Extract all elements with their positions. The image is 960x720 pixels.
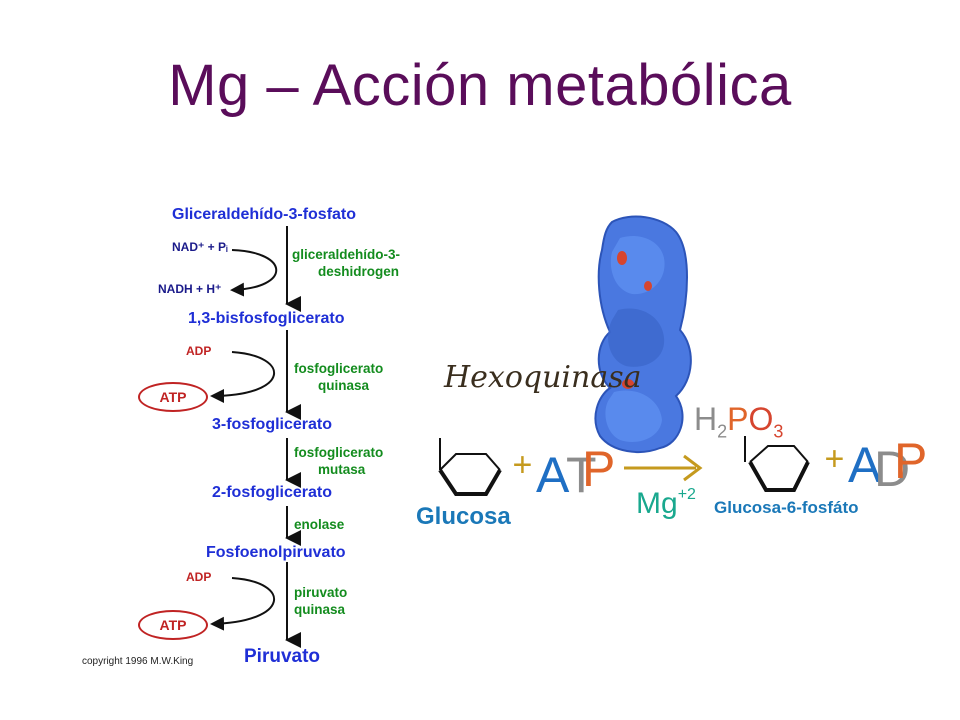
node-2-fosfoglicerato: 2-fosfoglicerato	[212, 484, 333, 501]
atp-letter-p: P	[582, 441, 616, 497]
glucosa-label: Glucosa	[416, 503, 511, 530]
plus-sign-2: +	[824, 440, 844, 478]
glucose-ring	[438, 438, 502, 496]
enzyme-gapdh-line2: deshidrogen	[318, 264, 400, 279]
enzyme-pgk: fosfoglicerato quinasa	[294, 360, 383, 394]
slide-title: Mg – Acción metabólica	[168, 53, 792, 118]
node-3-fosfoglicerato: 3-fosfoglicerato	[212, 416, 333, 433]
phosphate-o: O	[748, 401, 774, 437]
enzyme-gapdh-line1: gliceraldehído-3-	[292, 247, 401, 262]
atp-oval-1: ATP	[138, 382, 208, 412]
hexoquinasa-label: Hexoquinasa	[444, 360, 642, 395]
enzyme-pk-line2: quinasa	[294, 602, 346, 617]
mg-symbol: Mg	[636, 487, 678, 520]
mg-charge: +2	[677, 486, 696, 503]
enzyme-pgm-line2: mutasa	[318, 462, 366, 477]
enzyme-enolase: enolase	[294, 517, 345, 532]
atp-oval-2: ATP	[138, 610, 208, 640]
phosphate-o-sub: 3	[773, 421, 784, 442]
node-fosfoenolpiruvato: Fosfoenolpiruvato	[206, 544, 346, 561]
adp-label-2: ADP	[186, 570, 212, 584]
enzyme-pgm: fosfoglicerato mutasa	[294, 444, 383, 478]
node-piruvato: Piruvato	[244, 646, 321, 667]
phosphate-h: H	[694, 401, 718, 437]
mg-cofactor: Mg+2	[636, 486, 696, 521]
pathway-arrows	[210, 226, 301, 648]
adp-letter-d: D	[874, 441, 911, 497]
enzyme-pk: piruvato quinasa	[294, 584, 347, 618]
plus-sign-1: +	[512, 446, 532, 484]
curve-nad	[230, 249, 278, 297]
node-gliceraldehido: Gliceraldehído-3-fosfato	[172, 206, 357, 223]
phosphate-p: P	[727, 401, 749, 437]
enzyme-gapdh: gliceraldehído-3- deshidrogen	[292, 246, 400, 280]
atp-letter-t: T	[566, 447, 597, 503]
atp-letter-a: A	[536, 447, 570, 503]
adp-letter-a: A	[848, 437, 882, 493]
phosphate-group: H2PO3	[694, 402, 783, 448]
enzyme-pgk-line2: quinasa	[318, 378, 370, 393]
reaction-arrow	[624, 454, 703, 482]
hexokinase-protein-image	[594, 215, 692, 453]
enzyme-pgm-line1: fosfoglicerato	[294, 445, 384, 460]
curve-atp-2	[210, 577, 275, 631]
adp-letter-p: P	[894, 433, 928, 489]
cofactor-nadh: NADH + H⁺	[158, 282, 222, 296]
adp-label-1: ADP	[186, 344, 212, 358]
enzyme-pgk-line1: fosfoglicerato	[294, 361, 384, 376]
node-bisfosfoglicerato: 1,3-bisfosfoglicerato	[188, 310, 345, 327]
phosphate-h-sub: 2	[717, 421, 728, 442]
enzyme-pk-line1: piruvato	[294, 585, 348, 600]
copyright-note: copyright 1996 M.W.King	[82, 656, 194, 667]
curve-atp-1	[210, 351, 275, 403]
cofactor-nad: NAD⁺ + Pᵢ	[172, 240, 228, 254]
glucosa-6-fosfato-label: Glucosa-6-fosfáto	[714, 498, 859, 517]
glycolysis-pathway: Gliceraldehído-3-fosfato 1,3-bisfosfogli…	[0, 0, 420, 720]
